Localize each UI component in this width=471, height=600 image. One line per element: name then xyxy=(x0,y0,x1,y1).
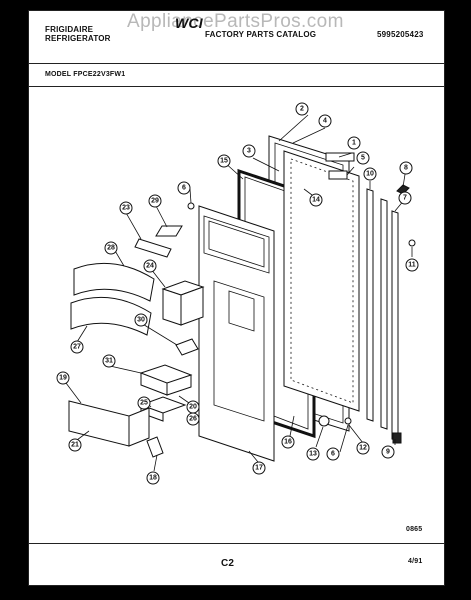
callout-4: 4 xyxy=(318,114,332,128)
svg-text:15: 15 xyxy=(220,158,228,165)
storage-bin xyxy=(139,364,193,396)
svg-text:26: 26 xyxy=(189,416,197,423)
door-liner-panel xyxy=(283,150,360,412)
svg-text:19: 19 xyxy=(59,375,67,382)
svg-text:23: 23 xyxy=(122,205,130,212)
svg-text:5: 5 xyxy=(361,155,365,162)
bracket-part xyxy=(175,338,199,356)
screw-part xyxy=(187,202,195,210)
callout-31: 31 xyxy=(102,354,116,368)
svg-text:30: 30 xyxy=(137,317,145,324)
model-rule xyxy=(29,86,444,87)
svg-text:21: 21 xyxy=(71,442,79,449)
model-label: MODEL FPCE22V3FW1 xyxy=(45,71,126,78)
bottom-hinge-part xyxy=(392,432,402,444)
callout-20: 20 xyxy=(186,400,200,414)
screw-part-lower xyxy=(344,417,352,425)
grille-part xyxy=(134,238,172,258)
product-label: REFRIGERATOR xyxy=(45,34,111,43)
exploded-parts-diagram: 1 2 3 4 5 6 6 7 8 9 10 11 12 13 14 15 16… xyxy=(56,102,419,485)
bottom-shelf-end xyxy=(128,407,150,447)
callout-28: 28 xyxy=(104,241,118,255)
trim-strips xyxy=(366,188,399,442)
callout-23: 23 xyxy=(119,201,133,215)
inner-door-liner xyxy=(198,205,275,462)
label-part xyxy=(328,170,348,180)
callout-14: 14 xyxy=(309,193,323,207)
callout-15: 15 xyxy=(217,154,231,168)
small-bin xyxy=(139,396,187,422)
svg-text:10: 10 xyxy=(366,171,374,178)
svg-text:27: 27 xyxy=(73,344,81,351)
callout-1: 1 xyxy=(347,136,361,150)
callout-25: 25 xyxy=(137,396,151,410)
svg-text:4: 4 xyxy=(323,118,327,125)
catalog-number: 5995205423 xyxy=(377,30,424,39)
dispenser-box xyxy=(161,280,205,326)
callout-18: 18 xyxy=(146,471,160,485)
small-cover-part xyxy=(155,225,183,237)
callout-13: 13 xyxy=(306,447,320,461)
svg-text:13: 13 xyxy=(309,451,317,458)
callout-8: 8 xyxy=(399,161,413,175)
footer-rule xyxy=(29,543,444,544)
footer-page: C2 xyxy=(221,558,235,569)
callout-7: 7 xyxy=(398,191,412,205)
callout-17: 17 xyxy=(252,461,266,475)
callout-24: 24 xyxy=(143,259,157,273)
header-rule xyxy=(29,63,444,64)
svg-text:8: 8 xyxy=(404,165,408,172)
svg-text:1: 1 xyxy=(352,140,356,147)
svg-text:11: 11 xyxy=(408,262,416,269)
footer-code: 0865 xyxy=(406,526,423,533)
svg-text:7: 7 xyxy=(403,195,407,202)
svg-text:6: 6 xyxy=(182,185,186,192)
footer-date: 4/91 xyxy=(408,558,423,565)
svg-text:24: 24 xyxy=(146,263,154,270)
parts-sheet: AppliancePartsPros.com FRIGIDAIRE REFRIG… xyxy=(28,10,445,586)
callout-19: 19 xyxy=(56,371,70,385)
svg-text:12: 12 xyxy=(359,445,367,452)
callout-10: 10 xyxy=(363,167,377,181)
callout-29: 29 xyxy=(148,194,162,208)
svg-text:20: 20 xyxy=(189,404,197,411)
svg-text:18: 18 xyxy=(149,475,157,482)
callout-3: 3 xyxy=(242,144,256,158)
callout-12: 12 xyxy=(356,441,370,455)
callout-30: 30 xyxy=(134,313,148,327)
screw-part-right xyxy=(408,239,416,247)
callout-5: 5 xyxy=(356,151,370,165)
svg-text:14: 14 xyxy=(312,197,320,204)
door-shelf-lower xyxy=(70,296,152,336)
callout-26: 26 xyxy=(186,412,200,426)
wci-logo: WCI xyxy=(175,15,203,31)
cam-part xyxy=(318,415,330,427)
svg-text:3: 3 xyxy=(247,148,251,155)
svg-text:29: 29 xyxy=(151,198,159,205)
callout-21: 21 xyxy=(68,438,82,452)
callout-6-lower: 6 xyxy=(326,447,340,461)
brand-label: FRIGIDAIRE xyxy=(45,25,94,34)
catalog-title: FACTORY PARTS CATALOG xyxy=(205,30,317,39)
door-shelf-upper xyxy=(73,262,155,302)
svg-text:28: 28 xyxy=(107,245,115,252)
callout-27: 27 xyxy=(70,340,84,354)
callout-2: 2 xyxy=(295,102,309,116)
shelf-clip xyxy=(146,436,164,458)
callout-6-upper: 6 xyxy=(177,181,191,195)
callout-16: 16 xyxy=(281,435,295,449)
svg-text:2: 2 xyxy=(300,106,304,113)
svg-text:25: 25 xyxy=(140,400,148,407)
callout-11: 11 xyxy=(405,258,419,272)
svg-text:17: 17 xyxy=(255,465,263,472)
watermark-text: AppliancePartsPros.com xyxy=(127,11,344,32)
svg-text:6: 6 xyxy=(331,451,335,458)
svg-text:9: 9 xyxy=(386,449,390,456)
svg-text:31: 31 xyxy=(105,358,113,365)
svg-text:16: 16 xyxy=(284,439,292,446)
callout-9: 9 xyxy=(381,445,395,459)
